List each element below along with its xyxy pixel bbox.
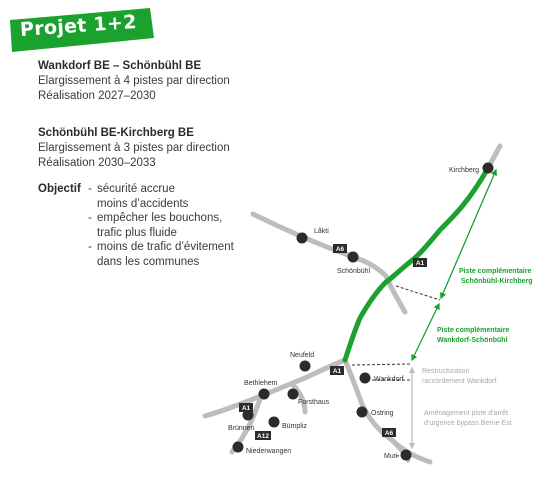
road-badge-a12 <box>255 431 271 440</box>
road-badge-text: A12 <box>257 433 269 440</box>
section-title: Wankdorf BE – Schönbühl BE <box>38 60 202 72</box>
label-niederwangen: Niederwangen <box>246 448 291 455</box>
road-badge-a1-west <box>239 403 253 412</box>
section-wankdorf-schonbuhl: Wankdorf BE – Schönbühl BE Elargissement… <box>38 59 230 104</box>
label-brunnen: Brünnen <box>228 425 255 432</box>
node-niederwangen <box>232 441 244 453</box>
road-forsthaus-link <box>289 381 308 415</box>
annotation-restructuration-line2: raccordement Wankdorf <box>422 378 496 385</box>
section-line: Elargissement à 4 pistes par direction <box>38 75 230 87</box>
label-muri: Muri <box>384 453 398 460</box>
section-title: Schönbühl BE-Kirchberg BE <box>38 127 194 139</box>
road-badge-text: A6 <box>385 430 394 437</box>
road-badges: A1 A6 A1 A1 A12 A6 <box>239 244 427 440</box>
annotation-kirchberg-line2: Schönbühl-Kirchberg <box>461 278 533 285</box>
objective-line: dans les communes <box>97 255 200 268</box>
objective-line: moins d’accidents <box>97 197 189 210</box>
section-line: Réalisation 2030–2033 <box>38 157 156 169</box>
label-neufeld: Neufeld <box>290 352 314 359</box>
annotation-wankdorf-line2: Wankdorf-Schönbühl <box>437 337 508 344</box>
objectives-list: sécurité accrue moins d’accidents empêch… <box>88 182 308 269</box>
objective-item: moins de trafic d’évitement dans les com… <box>88 240 308 269</box>
map-annotations: Piste complémentaire Schönbühl-Kirchberg… <box>422 268 533 427</box>
place-labels: Kirchberg Lâkti Schönbühl Neufeld Wankdo… <box>228 167 479 460</box>
project-badge: Projet 1+2 <box>6 6 156 52</box>
section-line: Elargissement à 3 pistes par direction <box>38 142 230 154</box>
section-line: Réalisation 2027–2030 <box>38 90 156 102</box>
objective-line: sécurité accrue <box>97 183 175 195</box>
label-wankdorf: Wankdorf <box>374 376 404 383</box>
objective-item: sécurité accrue moins d’accidents <box>88 182 308 211</box>
node-lakti <box>296 232 308 244</box>
label-schonbuhl: Schönbühl <box>337 268 371 275</box>
road-badge-a1-neufeld <box>330 366 344 375</box>
wankdorf-dashed-connector <box>351 363 412 366</box>
label-bethlehem: Bethlehem <box>244 380 278 387</box>
section-schonbuhl-kirchberg: Schönbühl BE-Kirchberg BE Elargissement … <box>38 126 230 171</box>
wankdorf-arrow <box>411 302 440 362</box>
road-muri-east <box>389 437 433 465</box>
objective-line: trafic plus fluide <box>97 226 177 239</box>
node-schonbuhl <box>347 251 359 263</box>
node-wankdorf <box>359 372 371 384</box>
badge-background <box>10 8 154 52</box>
node-neufeld <box>299 360 311 372</box>
schonbuhl-dashed-connector <box>395 285 441 301</box>
annotation-kirchberg-line1: Piste complémentaire <box>459 268 531 275</box>
label-bumpliz: Bümpliz <box>282 423 307 430</box>
road-a1-west <box>202 357 348 419</box>
label-kirchberg: Kirchberg <box>449 167 479 174</box>
objective-line: empêcher les bouchons, <box>97 212 223 224</box>
label-lakti: Lâkti <box>314 228 329 235</box>
road-badge-text: A1 <box>416 260 425 267</box>
annotation-wankdorf-line1: Piste complémentaire <box>437 327 509 334</box>
road-badge-a6-south <box>382 428 396 437</box>
node-bethlehem <box>258 388 270 400</box>
road-badge-text: A6 <box>336 246 345 253</box>
annotation-amenagement-line1: Aménagement piste d’arrêt <box>424 410 508 417</box>
road-a6-west <box>250 211 389 279</box>
kirchberg-arrow <box>440 168 497 300</box>
node-brunnen <box>242 409 254 421</box>
objectives-label: Objectif <box>38 183 81 195</box>
objective-line: moins de trafic d’évitement <box>97 241 234 253</box>
road-badge-text: A1 <box>242 405 251 412</box>
node-muri <box>400 449 412 461</box>
node-kirchberg <box>482 162 494 174</box>
node-ostring <box>356 406 368 418</box>
objective-item: empêcher les bouchons, trafic plus fluid… <box>88 211 308 240</box>
road-badge-a1-north <box>413 258 427 267</box>
node-forsthaus <box>287 388 299 400</box>
annotation-restructuration-line1: Restructuration <box>422 368 470 375</box>
label-ostring: Ostring <box>371 410 394 417</box>
label-forsthaus: Forsthaus <box>298 399 330 406</box>
road-badge-a6-west <box>333 244 347 253</box>
node-bumpliz <box>268 416 280 428</box>
map-nodes <box>232 162 494 461</box>
annotation-amenagement-line2: d’urgence bypass Berne Est <box>424 420 512 427</box>
road-badge-text: A1 <box>333 368 342 375</box>
